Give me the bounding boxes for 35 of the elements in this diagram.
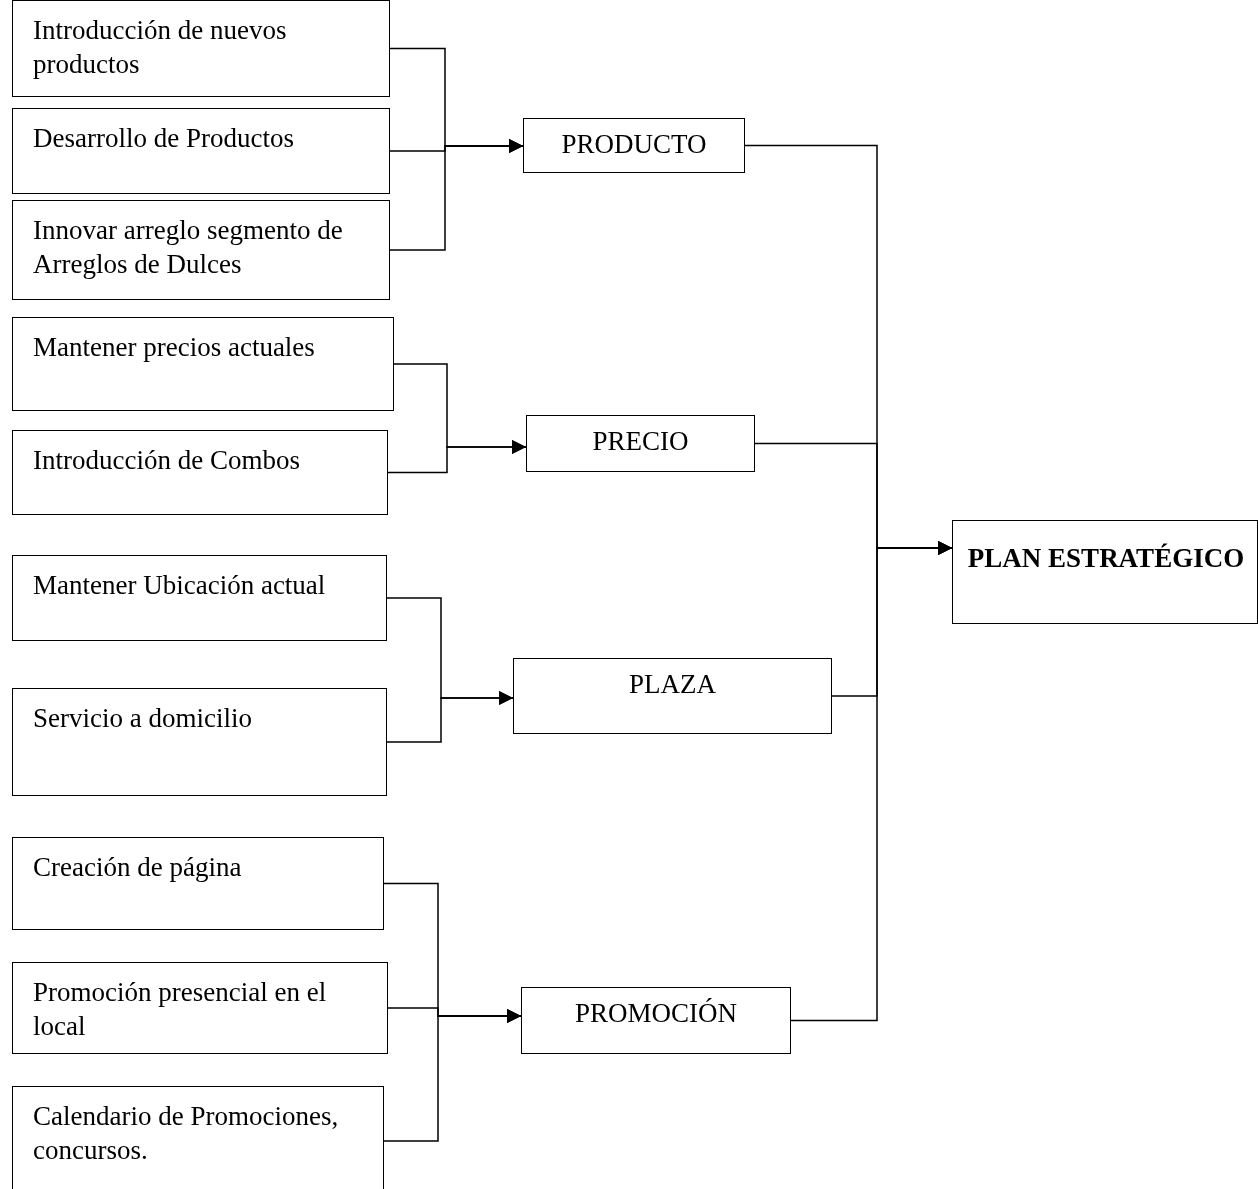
strategy-text: Servicio a domicilio xyxy=(33,702,253,735)
strategy-box xyxy=(12,108,390,194)
strategy-text: Desarrollo de Productos xyxy=(33,122,295,155)
strategy-box xyxy=(12,837,384,930)
strategy-box xyxy=(12,317,394,411)
strategy-text: Innovar arreglo segmento de Arreglos de Dulces xyxy=(33,214,344,281)
strategy-box xyxy=(12,962,388,1054)
category-box xyxy=(513,658,832,734)
strategy-text: Mantener Ubicación actual xyxy=(33,569,327,602)
connector-arrow xyxy=(386,691,514,743)
category-label: PLAZA xyxy=(628,668,717,701)
strategy-text: Mantener precios actuales xyxy=(33,331,316,364)
strategy-text: Calendario de Promociones, concursos. xyxy=(33,1100,340,1167)
connector-arrow xyxy=(389,139,524,251)
connector-arrow xyxy=(790,541,953,1022)
strategy-box xyxy=(12,1086,384,1189)
strategy-box xyxy=(12,430,388,515)
strategy-box xyxy=(12,555,387,641)
category-box xyxy=(526,415,755,472)
goal-label: PLAN ESTRATÉGICO xyxy=(966,542,1246,575)
category-box xyxy=(521,987,791,1054)
strategy-box xyxy=(12,200,390,300)
category-label: PRECIO xyxy=(591,425,690,458)
strategy-text: Introducción de Combos xyxy=(33,444,301,477)
strategy-text: Introducción de nuevos productos xyxy=(33,14,288,81)
strategy-text: Promoción presencial en el local xyxy=(33,976,328,1043)
goal-box xyxy=(952,520,1258,624)
connector-arrow xyxy=(387,440,527,474)
category-box xyxy=(523,118,745,173)
strategy-box xyxy=(12,0,390,97)
category-label: PRODUCTO xyxy=(560,128,708,161)
category-label: PROMOCIÓN xyxy=(574,997,738,1030)
connector-arrow xyxy=(383,1009,522,1142)
strategy-box xyxy=(12,688,387,796)
strategy-text: Creación de página xyxy=(33,851,243,884)
